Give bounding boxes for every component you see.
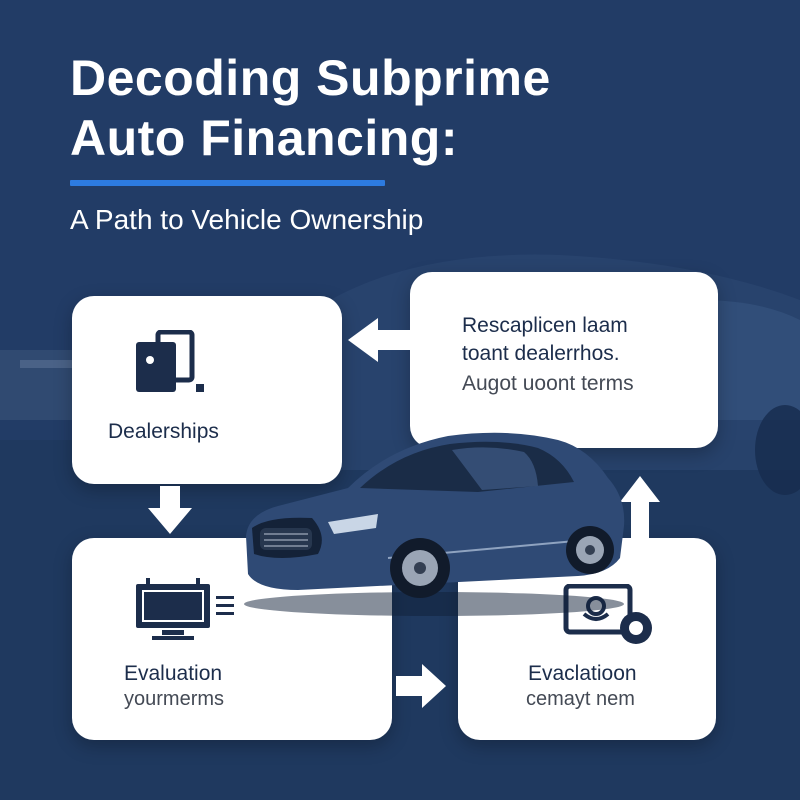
evaclation-sub: cemayt nem — [526, 688, 635, 710]
info-card: Rescaplicen laam toant dealerrhos. Augot… — [410, 272, 718, 448]
evaluation-card: Evaluation yourmerms — [72, 538, 392, 740]
monitor-icon — [136, 578, 234, 640]
arrow-right-icon — [396, 664, 446, 708]
page-title: Decoding Subprime Auto Financing: — [70, 48, 750, 168]
evaluation-sub: yourmerms — [124, 688, 225, 710]
arrow-up-icon — [620, 476, 660, 538]
arrow-down-icon — [148, 486, 192, 534]
dealerships-label: Dealerships — [108, 420, 219, 443]
title-underline — [70, 180, 385, 186]
evaluation-label: Evaluation — [124, 662, 223, 685]
title-line-1: Decoding Subprime — [70, 50, 551, 106]
subtitle: A Path to Vehicle Ownership — [70, 204, 424, 235]
evaclation-label: Evaclatioon — [528, 662, 637, 685]
title-line-2: Auto Financing: — [70, 110, 458, 166]
document-icon — [136, 330, 204, 392]
info-line-3: Augot uoont terms — [462, 372, 634, 395]
dealerships-card: Dealerships — [72, 296, 342, 484]
car-image — [244, 432, 625, 616]
info-line-2: toant dealerrhos. — [462, 342, 620, 365]
arrow-left-icon — [348, 318, 418, 362]
info-line-1: Rescaplicen laam — [462, 314, 628, 337]
